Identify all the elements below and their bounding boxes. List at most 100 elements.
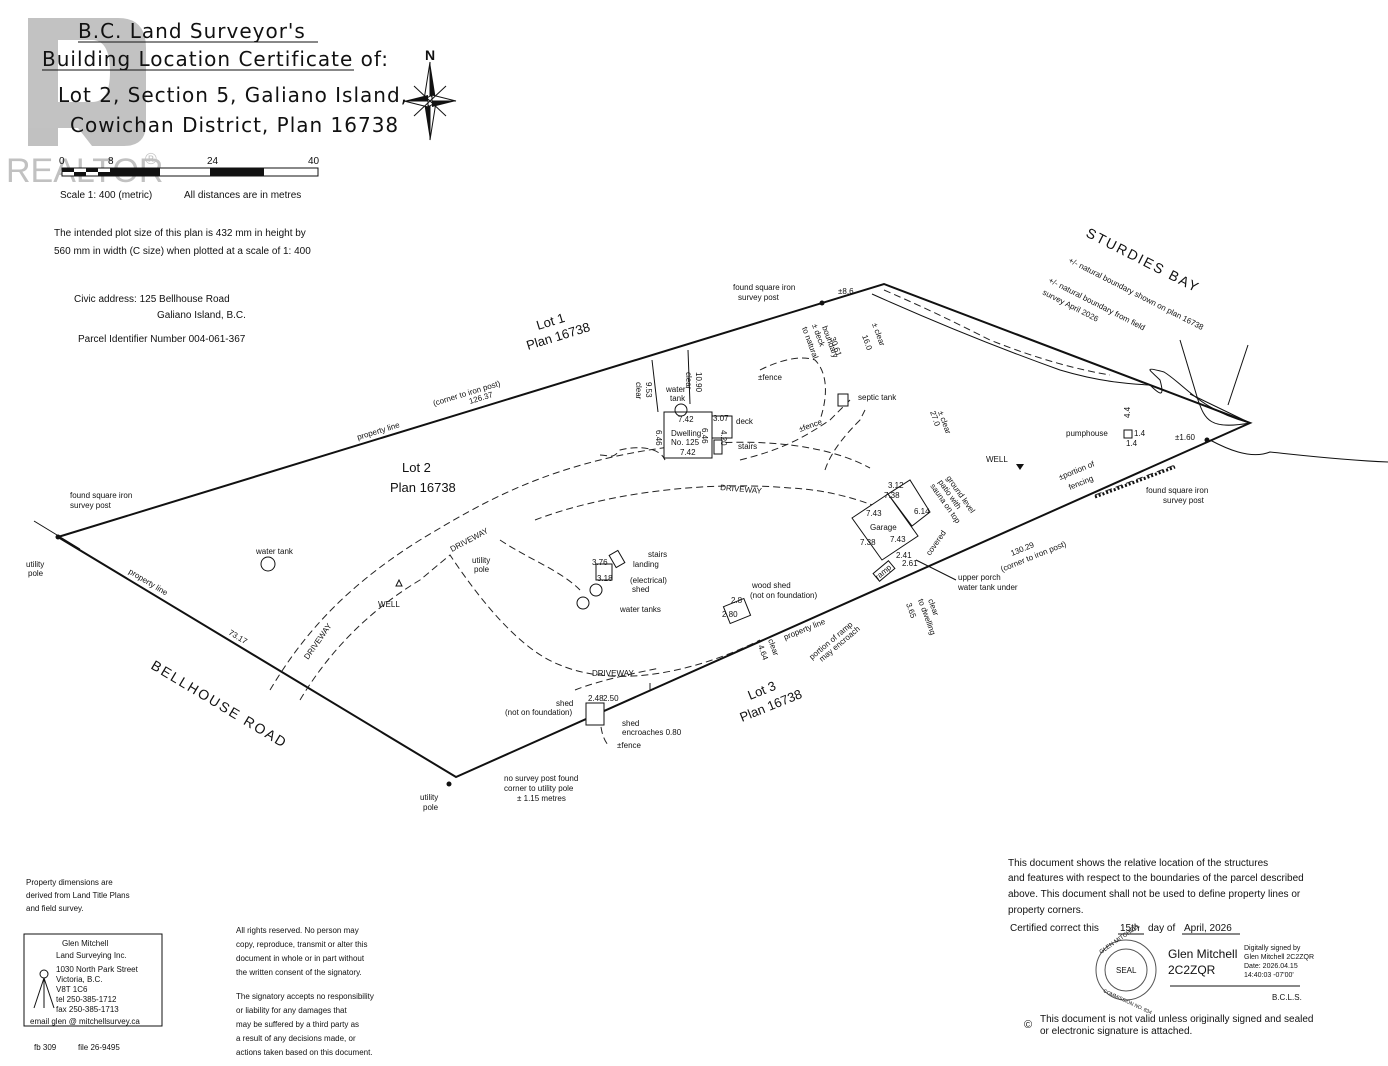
rights-l4-text: the written consent of the signatory. [236,968,362,977]
scale-tick-40: 40 [308,156,320,167]
company-addr1-text: 1030 North Park Street [56,965,139,974]
features-fence-n2-text: ±fence [798,417,824,434]
driveways [269,357,1176,746]
company-stamp: Glen Mitchell Land Surveying Inc. 1030 N… [23,933,163,1027]
features-g738-text: 7.38 [884,491,900,500]
scale-tick-24: 24 [207,156,219,167]
features-dwelling1-text: Dwelling [671,429,701,438]
scale-tick-0: 0 [59,156,65,167]
features-electrical-text: (electrical) [630,576,667,585]
rights-l5-text: The signatory accepts no responsibility [236,992,374,1001]
survey-labels-pole-text: pole [28,569,44,578]
fb-number: fb 309 [34,1043,57,1052]
features-stairs-d-text: stairs [738,442,757,451]
features-g738b-text: 7.38 [860,538,876,547]
cert-certified-text: Certified correct this [1010,923,1099,934]
features-clear1090b-text: clear [684,372,693,390]
rights-l1-text: All rights reserved. No person may [236,926,359,935]
features-clear464b-text: 4.64 [756,644,770,662]
plot-size-line-1: The intended plot size of this plan is 4… [54,228,306,239]
civic-address-2: Galiano Island, B.C. [157,310,246,321]
rights-l7-text: may be suffered by a third party as [236,1020,359,1029]
features-septic-text: septic tank [858,393,897,402]
cert-day-text: 15th [1120,923,1139,934]
features-fence-s-text: ±fence [617,741,642,750]
features-porch2-text: water tank under [957,583,1018,592]
features-d646b-text: 6.46 [654,430,663,446]
features-driveway2-text: DRIVEWAY [302,621,334,661]
features-porch1-text: upper porch [958,573,1001,582]
features-w280-text: 2.80 [722,610,738,619]
north-arrow-icon: N [403,47,457,141]
survey-labels: found square iron survey post utility po… [26,283,1208,812]
scale-units: All distances are in metres [184,190,301,201]
features-s376-text: 3.76 [592,558,608,567]
features-deck-text: deck [736,417,754,426]
features-water-tank-w-text: water tank [255,547,294,556]
cert-bcls-text: B.C.L.S. [1272,993,1302,1002]
features-shed-s1-text: shed [556,699,573,708]
features-sh250-text: 2.50 [603,694,619,703]
survey-labels-found-post-n1-text: found square iron [733,283,795,292]
parcel-id: Parcel Identifier Number 004-061-367 [78,334,246,345]
lot-2-plan: Plan 16738 [390,480,456,495]
cert-seal-mid-text: SEAL [1116,966,1137,975]
survey-labels-found-post-n2-text: survey post [738,293,780,302]
surveyor-seal: GLEN MITCHELL SEAL COMMISSION NO. 834 [1095,923,1157,1016]
features-water-tanks-text: water tanks [619,605,661,614]
features-driveway4-text: DRIVEWAY [720,483,763,496]
features-d742-text: 7.42 [678,415,694,424]
features-landing-text: landing [633,560,659,569]
features-g261-text: 2.61 [902,559,918,568]
survey-labels-utility-pole-s1-text: utility [420,793,438,802]
survey-labels-no-post2-text: corner to utility pole [504,784,574,793]
cert-valid2-text: or electronic signature is attached. [1040,1026,1192,1037]
survey-labels-dim-w-text: 73.17 [227,628,249,646]
features-ph44-text: 4.4 [1123,406,1132,418]
prop-dims-3: and field survey. [26,904,84,913]
features-wood-shed1-text: wood shed [751,581,791,590]
prop-dims-2: derived from Land Title Plans [26,891,130,900]
features-shed-text: shed [632,585,649,594]
features-d307-text: 3.07 [713,414,729,423]
lot-2-label: Lot 2 [402,460,431,475]
features-shed-s2-text: (not on foundation) [505,708,572,717]
realtor-watermark: REALTOR ® [6,18,163,190]
cert-dig2-text: Glen Mitchell 2C2ZQR [1244,954,1314,961]
features-water-tank-n2-text: tank [670,394,686,403]
rights-l3-text: document in whole or in part without [236,954,365,963]
features-d742b-text: 7.42 [680,448,696,457]
sturdies-bay-label: STURDIES BAY [1084,224,1203,295]
civic-address: Civic address: 125 Bellhouse Road [74,294,230,305]
features-s318-text: 3.18 [597,574,613,583]
rights-notice: All rights reserved. No person may copy,… [236,926,374,1057]
company-name1-text: Glen Mitchell [62,939,108,948]
features-clear16b-text: 16.0 [860,334,874,352]
survey-labels-found-post-e2-text: survey post [1163,496,1205,505]
rights-l6-text: or liability for any damages that [236,1006,348,1015]
features-wood-shed2-text: (not on foundation) [750,591,817,600]
realtor-logo-icon [28,18,146,146]
cert-l1-text: This document shows the relative locatio… [1008,858,1268,869]
company-tel-text: tel 250-385-1712 [56,995,117,1004]
north-text: N [425,47,435,63]
cert-signer-text: Glen Mitchell [1168,947,1237,961]
features-ph14b-text: 1.4 [1126,439,1138,448]
rights-l8-text: a result of any decisions made, or [236,1034,356,1043]
cert-dig3-text: Date: 2026.04.15 [1244,963,1298,970]
features-clear1090a-text: 10.90 [694,372,703,393]
realtor-reg: ® [145,151,157,168]
survey-labels-pm86-text: ±8.6 [838,287,854,296]
features-dwelling2-text: No. 125 [671,438,700,447]
features-garage-text: Garage [870,523,897,532]
company-name2-text: Land Surveying Inc. [56,951,127,960]
survey-labels-found-post-nw2-text: survey post [70,501,112,510]
scale-bar: 0 8 24 40 Scale 1: 400 (metric) All dist… [59,156,320,201]
title-line-2: Building Location Certificate of: [42,47,389,71]
survey-labels-pm160-text: ±1.60 [1175,433,1196,442]
rights-l2-text: copy, reproduce, transmit or alter this [236,940,367,949]
plot-size-line-2: 560 mm in width (C size) when plotted at… [54,246,311,257]
features-d646-text: 6.46 [700,428,709,444]
property-boundary [33,282,1388,787]
survey-labels-utility-pole-mid2-text: pole [474,565,490,574]
